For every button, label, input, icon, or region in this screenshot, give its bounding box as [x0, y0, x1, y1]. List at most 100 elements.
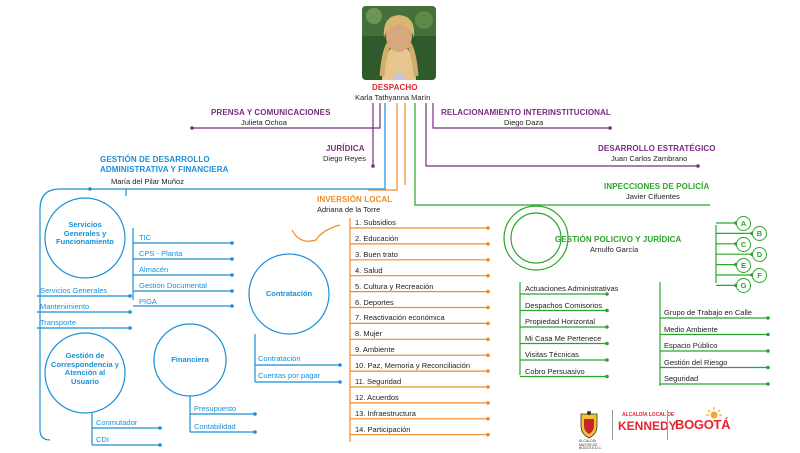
policivo-right-item: Grupo de Trabajo en Calle — [664, 308, 752, 317]
policivo-left-line-dot — [605, 358, 609, 362]
financiera-item: Presupuesto — [194, 404, 237, 413]
inspection-letter-b: B — [752, 226, 767, 242]
inversion-item: 8. Mujer — [355, 329, 383, 339]
policivo-right-item: Seguridad — [664, 374, 699, 383]
servicios-item: Servicios Generales — [40, 286, 108, 295]
inversion-item-dot — [486, 273, 490, 278]
servicios-item: Transporte — [40, 318, 76, 327]
inspection-letter-g: G — [736, 278, 751, 294]
inversion-item: 1. Subsidios — [355, 218, 396, 227]
inversion-item: 6. Deportes — [355, 297, 394, 307]
inversion-item-dot — [486, 385, 490, 389]
contratacion-circle-label: Contratación — [265, 289, 313, 298]
inversion-item: 2. Educación — [355, 233, 399, 243]
policivo-left-item: Propiedad Horizontal — [525, 317, 596, 326]
inversion-name: Adriana de la Torre — [317, 205, 381, 214]
gestion-desarrollo-title-1: GESTIÓN DE DESARROLLO — [100, 155, 210, 164]
bogota-logo-text: BOGOTÁ — [675, 417, 731, 432]
inversion-item: 14. Participación — [355, 424, 411, 434]
escudo-caption: ALCALDÍA MAYOR DE BOGOTÁ D.C. — [579, 439, 602, 450]
relacionamiento-name: Diego Daza — [504, 118, 544, 127]
desarrollo-estrategico-name: Juan Carlos Zambrano — [611, 154, 688, 163]
inversion-item-dot — [486, 226, 490, 230]
bogota-escudo-logo — [578, 410, 600, 442]
servicios-item: Mantenimiento — [40, 302, 90, 311]
policivo-right-item: Espacio Público — [664, 341, 718, 350]
kennedy-small: ALCALDÍA LOCAL DE — [622, 412, 675, 418]
policivo-right-line-dot — [766, 382, 770, 386]
tic-item: PIGA — [139, 297, 157, 306]
orange-item-lines — [350, 226, 490, 437]
despacho-name: Karla Tathyanna Marín — [355, 93, 431, 102]
gestion-policivo-title: GESTIÓN POLICIVO Y JURÍDICA — [555, 235, 682, 244]
inversion-item-dot — [486, 321, 490, 326]
policivo-left-item: Visitas Técnicas — [525, 350, 579, 359]
inversion-item: 12. Acuerdos — [355, 392, 399, 402]
policivo-left-item: Despachos Comisorios — [525, 300, 603, 310]
inversion-item: 10. Paz, Memoria y Reconciliación — [355, 361, 471, 371]
policivo-left-line-dot — [605, 308, 609, 313]
inversion-item-dot — [486, 353, 490, 358]
bogota-sun-icon — [706, 406, 722, 424]
despacho-title: DESPACHO — [372, 83, 418, 92]
prensa-name: Julieta Ochoa — [241, 118, 287, 127]
tic-item: TIC — [139, 233, 152, 242]
inversion-item-dot — [486, 417, 490, 421]
inversion-item-dot — [486, 401, 490, 405]
gestion-policivo-name: Arnulfo García — [590, 245, 639, 254]
policivo-left-line-dot — [605, 341, 609, 346]
inversion-item-dot — [486, 258, 490, 262]
gestion-desarrollo-name: María del Pilar Muñoz — [111, 177, 184, 186]
policivo-right-line-dot — [766, 365, 770, 370]
financiera-item: Contabilidad — [194, 422, 236, 431]
contratacion-item: Cuentas por pagar — [258, 371, 321, 380]
logo-divider — [612, 410, 613, 440]
kennedy-big: KENNEDY — [618, 419, 677, 433]
inspecciones-name: Javier Cifuentes — [626, 192, 680, 201]
policivo-left-item: Cobro Persuasivo — [525, 366, 585, 376]
policivo-left-line-dot — [605, 292, 609, 296]
juridica-title: JURÍDICA — [326, 144, 365, 153]
tic-item: Gestión Documental — [139, 281, 207, 290]
inversion-item-dot — [486, 337, 490, 342]
servicios-circle-label: Servicios Generales y Funcionamiento — [56, 220, 114, 247]
inversion-item: 13. Infraestructura — [355, 408, 416, 418]
contratacion-item: Contratación — [258, 354, 301, 363]
tic-item: CPS - Planta — [139, 249, 183, 258]
gestion-desarrollo-title-2: ADMINISTRATIVA Y FINANCIERA — [100, 165, 229, 174]
juridica-name: Diego Reyes — [323, 154, 366, 163]
desarrollo-estrategico-title: DESARROLLO ESTRATÉGICO — [598, 144, 716, 153]
correspondencia-item: Conmutador — [96, 418, 138, 427]
inversion-item: 3. Buen trato — [355, 249, 398, 259]
policivo-right-line-dot — [766, 332, 770, 337]
inversion-item: 7. Reactivación económica — [355, 313, 445, 323]
inspection-letter-a: A — [736, 216, 751, 231]
policivo-left-line-dot — [605, 325, 609, 329]
inspection-letter-f: F — [752, 268, 767, 283]
relacionamiento-title: RELACIONAMIENTO INTERINSTITUCIONAL — [441, 108, 611, 117]
inspection-letter-e: E — [736, 257, 751, 273]
inspecciones-title: INPECCIONES DE POLICÍA — [604, 182, 710, 191]
prensa-title: PRENSA Y COMUNICACIONES — [211, 108, 331, 117]
inversion-title: INVERSIÓN LOCAL — [317, 195, 393, 204]
inversion-item: 9. Ambiente — [355, 345, 395, 355]
policivo-right-line-dot — [766, 316, 770, 320]
policivo-right-item: Gestión del Riesgo — [664, 357, 728, 367]
inversion-item-dot — [486, 432, 490, 437]
inspection-letter-d: D — [752, 247, 767, 263]
policivo-right-item: Medio Ambiente — [664, 324, 718, 334]
inversion-item: 5. Cultura y Recreación — [355, 281, 434, 291]
director-photo — [362, 6, 436, 80]
policivo-left-item: Actuaciones Administrativas — [525, 284, 619, 293]
financiera-circle-label: Financiera — [171, 355, 209, 364]
correspondencia-item: CDI — [96, 435, 109, 444]
policivo-left-item: Mi Casa Me Pertenece — [525, 333, 602, 343]
logo-divider-2 — [667, 410, 668, 440]
inversion-item-dot — [486, 305, 490, 310]
inspection-letter-c: C — [736, 236, 751, 252]
inversion-item: 11. Seguridad — [355, 377, 402, 386]
inversion-item-dot — [486, 242, 490, 246]
inversion-item: 4. Salud — [355, 265, 383, 275]
